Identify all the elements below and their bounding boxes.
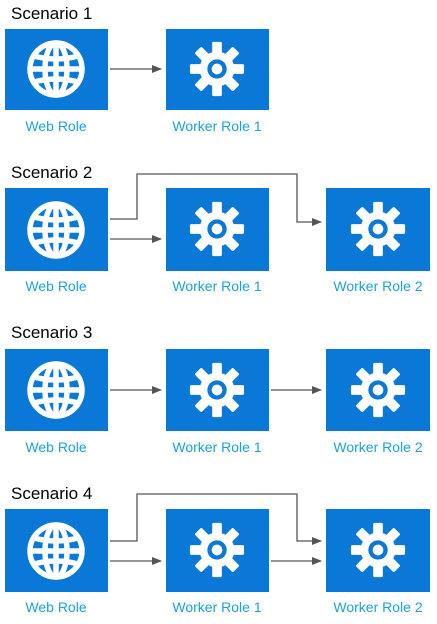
worker-role-1-node — [166, 188, 269, 271]
globe-icon — [30, 525, 82, 577]
connector-arrow — [110, 493, 322, 545]
connector-arrow — [110, 173, 322, 226]
web-role-node — [5, 509, 108, 592]
worker-role-2-label: Worker Role 2 — [333, 439, 422, 455]
scenario-title: Scenario 2 — [11, 163, 92, 182]
gear-icon — [189, 201, 245, 257]
worker-role-1-label: Worker Role 1 — [172, 278, 261, 294]
worker-role-2-node — [326, 349, 430, 431]
gear-icon — [350, 201, 406, 257]
gear-icon — [189, 522, 245, 578]
scenario-title: Scenario 3 — [11, 323, 92, 342]
worker-role-2-label: Worker Role 2 — [333, 278, 422, 294]
worker-role-2-label: Worker Role 2 — [333, 599, 422, 615]
globe-icon — [30, 204, 82, 256]
scenario-3: Scenario 3 Web Role Worker Role 1 Worker… — [5, 323, 430, 455]
worker-role-2-node — [326, 188, 430, 271]
worker-role-1-label: Worker Role 1 — [172, 118, 261, 134]
web-role-node — [5, 29, 108, 110]
web-role-label: Web Role — [25, 118, 86, 134]
scenario-1: Scenario 1 Web Role Worker Role 1 — [5, 4, 269, 134]
globe-icon — [30, 43, 82, 95]
gear-icon — [350, 522, 406, 578]
gear-icon — [189, 41, 245, 97]
scenario-title: Scenario 4 — [11, 484, 92, 503]
globe-icon — [30, 364, 82, 416]
worker-role-2-node — [326, 509, 430, 592]
scenario-title: Scenario 1 — [11, 4, 92, 23]
gear-icon — [189, 362, 245, 418]
web-role-label: Web Role — [25, 439, 86, 455]
scenario-4: Scenario 4 Web Role Worker Role 1 Worker… — [5, 484, 430, 615]
worker-role-1-node — [166, 349, 269, 431]
web-role-label: Web Role — [25, 278, 86, 294]
scenario-2: Scenario 2 Web Role Worker Role 1 Worker… — [5, 163, 430, 294]
worker-role-1-label: Worker Role 1 — [172, 439, 261, 455]
web-role-node — [5, 349, 108, 431]
web-role-node — [5, 188, 108, 271]
gear-icon — [350, 362, 406, 418]
web-role-label: Web Role — [25, 599, 86, 615]
worker-role-1-node — [166, 29, 269, 110]
worker-role-1-node — [166, 509, 269, 592]
worker-role-1-label: Worker Role 1 — [172, 599, 261, 615]
